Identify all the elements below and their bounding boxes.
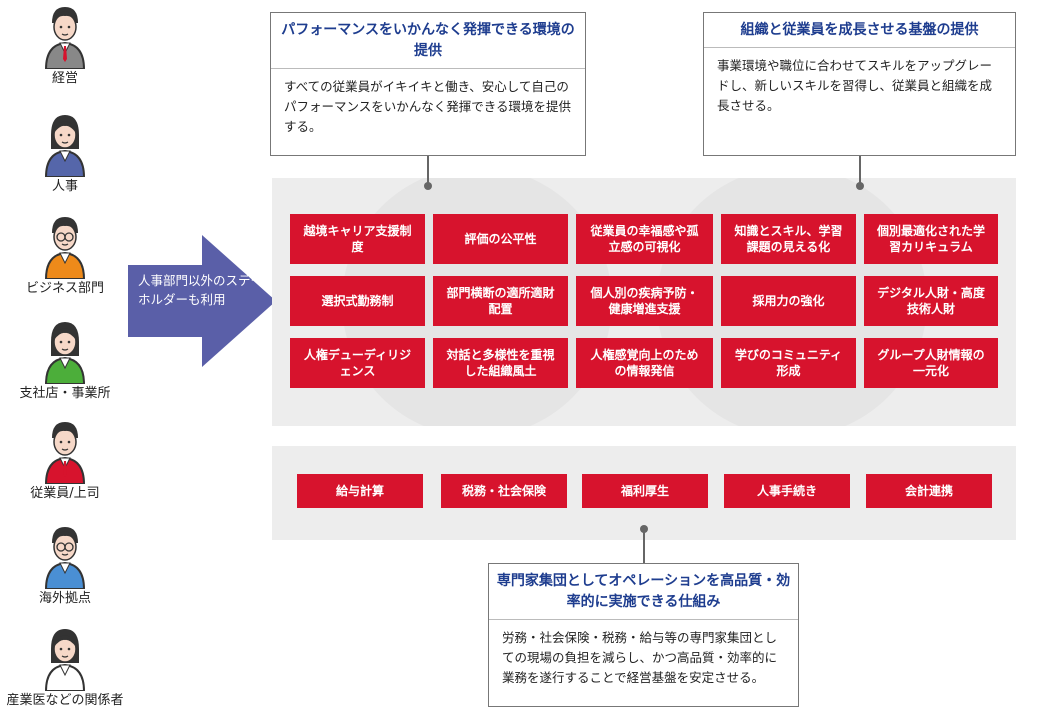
persona-label: 海外拠点 bbox=[38, 591, 91, 606]
callout-environment-body: すべての従業員がイキイキと働き、安心して自己のパフォーマンスをいかんなく発揮でき… bbox=[284, 79, 572, 134]
persona-label: 人事 bbox=[51, 179, 78, 194]
branch-person-icon bbox=[44, 322, 86, 384]
callout-environment-title: パフォーマンスをいかんなく発揮できる環境の提供 bbox=[271, 13, 585, 69]
callout-operations-body: 労務・社会保険・税務・給与等の専門家集団としての現場の負担を減らし、かつ高品質・… bbox=[502, 630, 778, 685]
callout-operations-title: 専門家集団としてオペレーションを高品質・効率的に実施できる仕組み bbox=[489, 564, 798, 620]
operation-item: 会計連携 bbox=[866, 474, 992, 508]
overseas-person-icon bbox=[44, 527, 86, 589]
initiative-cell: 人権デューディリジェンス bbox=[290, 338, 425, 388]
initiative-cell: 越境キャリア支援制度 bbox=[290, 214, 425, 264]
callout-growth-title: 組織と従業員を成長させる基盤の提供 bbox=[704, 13, 1015, 48]
employee-icon bbox=[44, 422, 86, 484]
initiative-cell: 学びのコミュニティ形成 bbox=[721, 338, 856, 388]
operation-item: 給与計算 bbox=[297, 474, 423, 508]
connector-dot-bottom bbox=[640, 525, 648, 533]
arrow-polygon bbox=[128, 235, 276, 367]
persona-label: ビジネス部門 bbox=[25, 281, 104, 296]
persona: 海外拠点 bbox=[0, 523, 130, 607]
connector-left bbox=[427, 155, 429, 185]
persona-label: 産業医などの関係者 bbox=[6, 693, 124, 708]
operation-item: 福利厚生 bbox=[582, 474, 708, 508]
connector-right bbox=[859, 155, 861, 185]
persona-label: 経営 bbox=[51, 71, 78, 86]
doctor-icon bbox=[44, 629, 86, 691]
initiative-cell: 評価の公平性 bbox=[433, 214, 568, 264]
initiative-cell: 選択式勤務制 bbox=[290, 276, 425, 326]
persona-label: 支社店・事業所 bbox=[19, 386, 111, 401]
arrow-shape bbox=[128, 235, 276, 367]
arrow-label: 人事部門以外のステークホルダーも利用 bbox=[138, 273, 276, 307]
initiative-cell: 従業員の幸福感や孤立感の可視化 bbox=[576, 214, 713, 264]
initiative-cell: デジタル人財・高度技術人財 bbox=[864, 276, 998, 326]
callout-growth-body: 事業環境や職位に合わせてスキルをアップグレードし、新しいスキルを習得し、従業員と… bbox=[717, 58, 993, 113]
persona: 支社店・事業所 bbox=[0, 318, 130, 402]
executive-icon bbox=[44, 7, 86, 69]
connector-bottom bbox=[643, 528, 645, 565]
persona: 産業医などの関係者 bbox=[0, 625, 130, 709]
callout-environment: パフォーマンスをいかんなく発揮できる環境の提供 すべての従業員がイキイキと働き、… bbox=[270, 12, 586, 156]
initiative-cell: 個別最適化された学習カリキュラム bbox=[864, 214, 998, 264]
initiative-cell: グループ人財情報の一元化 bbox=[864, 338, 998, 388]
initiative-cell: 個人別の疾病予防・健康増進支援 bbox=[576, 276, 713, 326]
persona-label: 従業員/上司 bbox=[30, 486, 100, 501]
persona: ビジネス部門 bbox=[0, 213, 130, 297]
operation-item: 税務・社会保険 bbox=[441, 474, 567, 508]
hr-person-icon bbox=[44, 115, 86, 177]
connector-dot-right bbox=[856, 182, 864, 190]
callout-growth: 組織と従業員を成長させる基盤の提供 事業環境や職位に合わせてスキルをアップグレー… bbox=[703, 12, 1016, 156]
initiative-cell: 人権感覚向上のための情報発信 bbox=[576, 338, 713, 388]
initiative-cell: 部門横断の適所適財配置 bbox=[433, 276, 568, 326]
business-person-icon bbox=[44, 217, 86, 279]
initiative-cell: 知識とスキル、学習課題の見える化 bbox=[721, 214, 856, 264]
persona: 経営 bbox=[0, 3, 130, 87]
persona: 人事 bbox=[0, 111, 130, 195]
persona: 従業員/上司 bbox=[0, 418, 130, 502]
initiative-cell: 対話と多様性を重視した組織風土 bbox=[433, 338, 568, 388]
connector-dot-left bbox=[424, 182, 432, 190]
callout-operations: 専門家集団としてオペレーションを高品質・効率的に実施できる仕組み 労務・社会保険… bbox=[488, 563, 799, 707]
initiative-cell: 採用力の強化 bbox=[721, 276, 856, 326]
operation-item: 人事手続き bbox=[724, 474, 850, 508]
